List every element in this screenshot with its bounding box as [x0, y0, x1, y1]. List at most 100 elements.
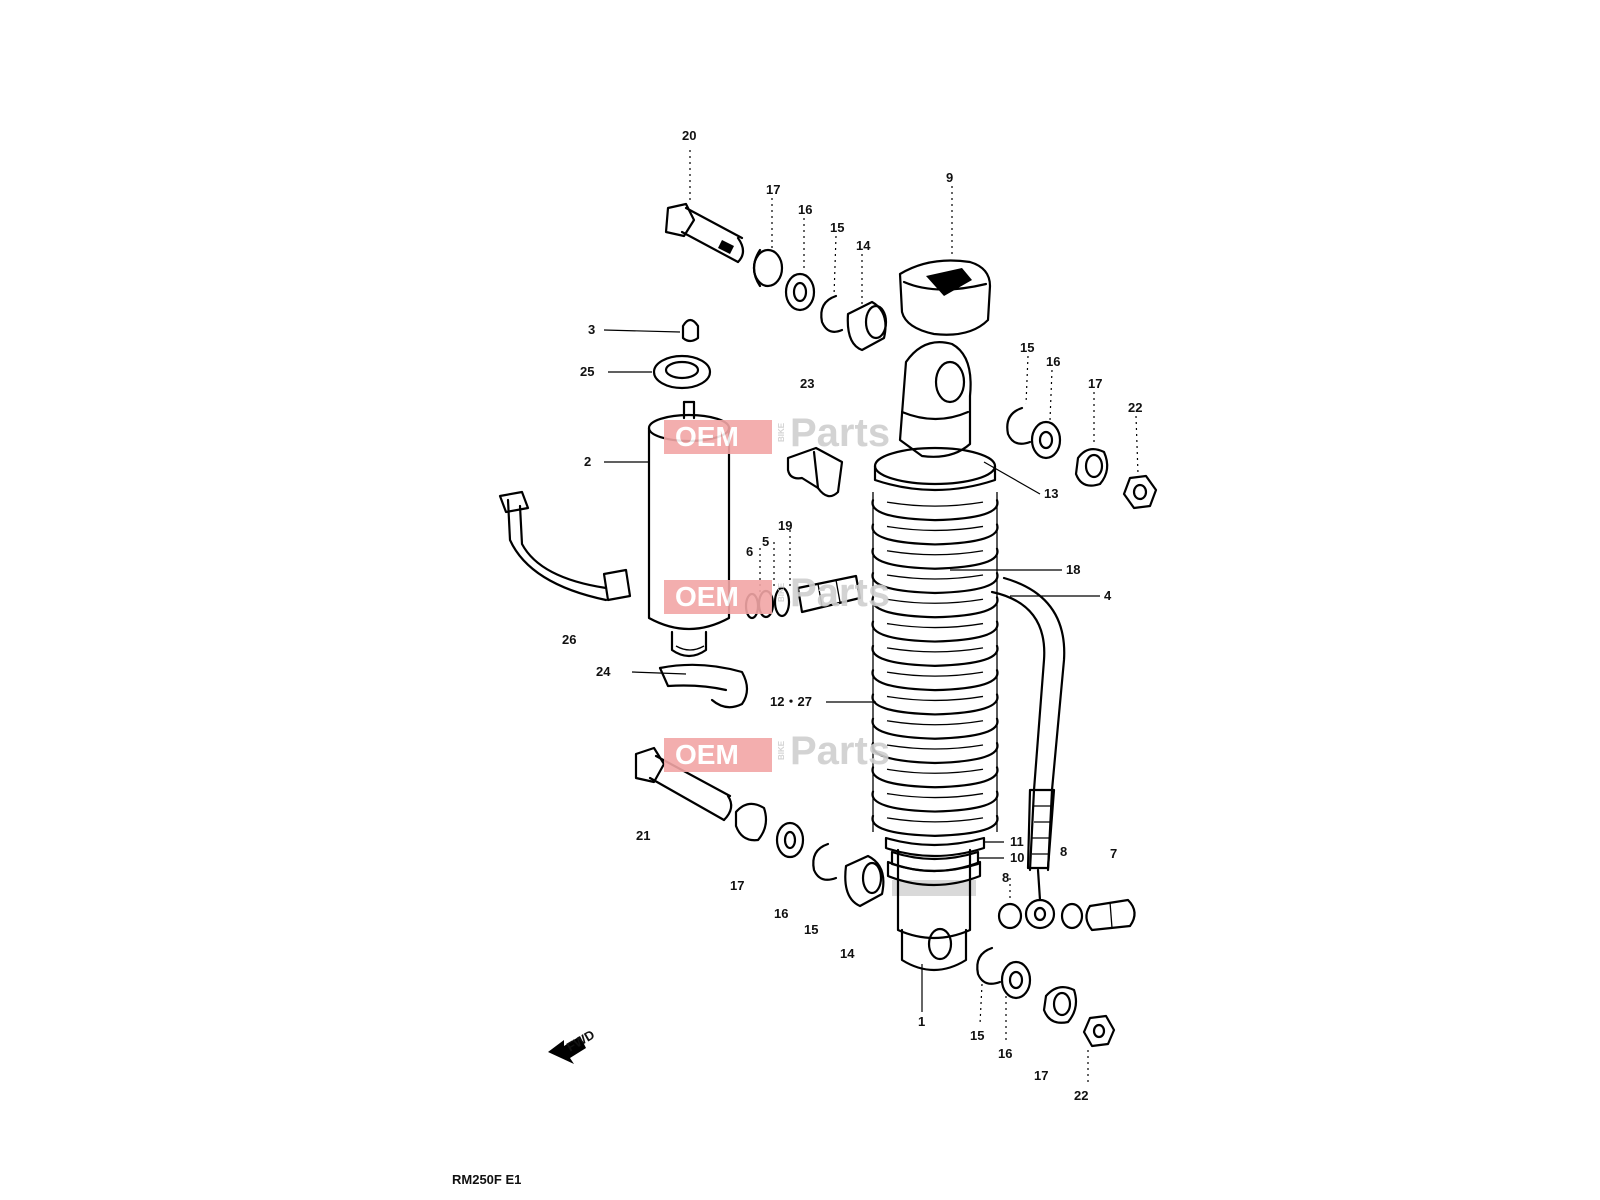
callout-15: 15: [804, 922, 818, 937]
callout-24: 24: [596, 664, 611, 679]
part-20-bolt: [664, 202, 745, 264]
diagram-caption: RM250F E1: [452, 1172, 521, 1187]
callout-16: 16: [774, 906, 788, 921]
watermark-box: [664, 738, 772, 772]
part-15-circlip-top: [820, 294, 844, 333]
watermark-parts: Parts: [790, 729, 890, 773]
watermark-box: [664, 580, 772, 614]
part-23-bumper: [786, 446, 844, 498]
spring-coil: [871, 693, 999, 716]
part-21-bolt: [634, 746, 733, 822]
callout-7: 7: [1110, 846, 1117, 861]
spring-coil-inner: [886, 744, 984, 750]
part-14-bush-top: [846, 300, 888, 352]
watermark-bike: BIKE: [777, 582, 786, 602]
callout-13: 13: [1044, 486, 1058, 501]
callout-11: 11: [1010, 834, 1024, 849]
watermark-oem: OEM: [675, 739, 739, 770]
callout-15: 15: [830, 220, 844, 235]
callout-15: 15: [970, 1028, 984, 1043]
forward-arrow-icon: FWD: [548, 1027, 597, 1064]
part-22-nut-lower-right: [1082, 1014, 1116, 1048]
callout-17: 17: [730, 878, 744, 893]
spring-coil-inner: [886, 817, 984, 823]
spring-coil-inner: [886, 501, 984, 507]
callout-20: 20: [682, 128, 696, 143]
part-16-bearing-lower-left: [775, 821, 805, 859]
spring-coil-inner: [886, 550, 984, 556]
spring-coil: [871, 814, 999, 837]
spring-coil-inner: [886, 792, 984, 799]
callout-labels: 20 17 16 15 14 9 3 25 23 2 15 16 17 22 1…: [562, 128, 1142, 1103]
part-17-collar-top: [752, 248, 784, 288]
callout-17: 17: [1034, 1068, 1048, 1083]
part-banjo-eye: [1024, 898, 1056, 930]
part-10-adjuster: [890, 850, 980, 873]
watermark-parts: Parts: [790, 411, 890, 455]
part-22-nut-upper-right: [1122, 474, 1158, 510]
part-19-fitting: [796, 574, 862, 614]
spring-coil: [871, 766, 999, 789]
spring-coil: [871, 523, 999, 546]
callout-26: 26: [562, 632, 576, 647]
part-9-cap: [898, 259, 992, 336]
part-17-collar-upper-right: [1074, 447, 1109, 487]
spring-coil-inner: [886, 574, 984, 580]
spring-coil: [871, 571, 999, 595]
callout-2: 2: [584, 454, 591, 469]
watermark-2: OEM Parts BIKE: [664, 571, 890, 615]
part-7-banjo-bolt: [1085, 898, 1136, 932]
part-15-circlip-lower-right: [976, 946, 1002, 985]
callout-16: 16: [798, 202, 812, 217]
spring-coil: [871, 790, 999, 813]
part-1-shock-absorber: [871, 341, 999, 971]
callout-14: 14: [856, 238, 871, 253]
callout-6: 6: [746, 544, 753, 559]
callout-9: 9: [946, 170, 953, 185]
spring-coil-inner: [886, 720, 984, 726]
watermark-bike: BIKE: [777, 422, 786, 442]
spring-coil-inner: [886, 671, 984, 677]
watermark-oem: OEM: [675, 581, 739, 612]
callout-22: 22: [1128, 400, 1142, 415]
callout-21: 21: [636, 828, 650, 843]
spring-coil-inner: [886, 525, 984, 532]
spring-coil: [871, 596, 999, 619]
spring-coil-inner: [886, 695, 984, 702]
watermark-box: [664, 420, 772, 454]
callout-16: 16: [1046, 354, 1060, 369]
part-15-circlip-lower-left: [812, 842, 838, 881]
part-16-bearing-top: [784, 272, 816, 312]
watermark-parts: Parts: [790, 571, 890, 615]
callout-8: 8: [1060, 844, 1067, 859]
watermark-3: OEM Parts BIKE: [664, 729, 890, 773]
callout-4: 4: [1104, 588, 1112, 603]
callout-15: 15: [1020, 340, 1034, 355]
callout-17: 17: [766, 182, 780, 197]
spring-coil: [871, 499, 999, 522]
watermark-bike: BIKE: [777, 740, 786, 760]
part-12-27-spring: [871, 492, 999, 837]
part-8-washers: [997, 902, 1084, 930]
leader-lines: [603, 150, 1139, 1084]
spring-coil: [871, 547, 999, 570]
spring-coil-inner: [886, 647, 984, 653]
part-16-bearing-upper-right: [1030, 420, 1062, 460]
callout-10: 10: [1010, 850, 1024, 865]
callout-16: 16: [998, 1046, 1012, 1061]
callout-14: 14: [840, 946, 855, 961]
part-25-washer: [652, 354, 712, 390]
spring-coil-inner: [886, 622, 984, 629]
callout-22: 22: [1074, 1088, 1088, 1103]
spring-coil: [871, 644, 999, 667]
callout-19: 19: [778, 518, 792, 533]
callout-5: 5: [762, 534, 769, 549]
part-15-circlip-upper-right: [1006, 406, 1032, 445]
part-4-hose: [990, 576, 1066, 902]
callout-3: 3: [588, 322, 595, 337]
callout-23: 23: [800, 376, 814, 391]
spring-coil-inner: [886, 768, 984, 774]
part-26-band: [498, 490, 632, 602]
part-16-bearing-lower-right: [1000, 960, 1032, 1000]
